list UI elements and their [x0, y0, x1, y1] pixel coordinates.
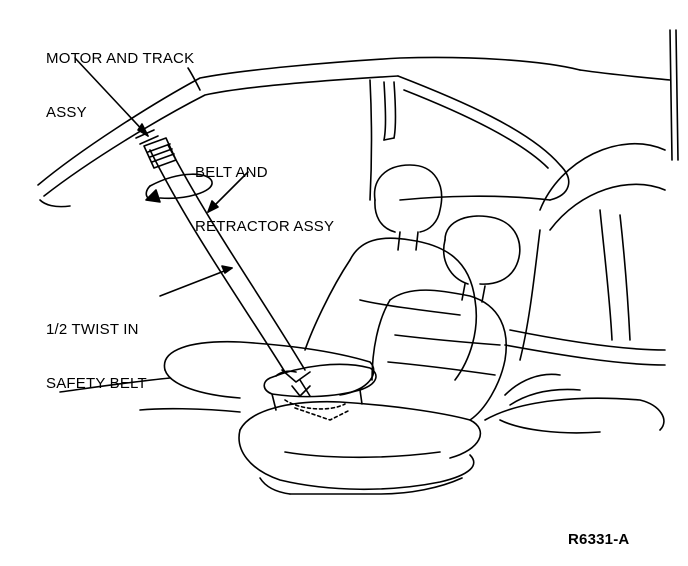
near-seat-back [371, 215, 521, 421]
motor-leader-head [137, 123, 149, 137]
twist-arrow [145, 173, 213, 203]
rear-seat [484, 142, 666, 434]
belt-retractor-label-line2: RETRACTOR ASSY [195, 218, 335, 235]
sill-lines [59, 373, 581, 413]
motor-track-label-line1: MOTOR AND TRACK [46, 50, 195, 67]
figure-id: R6331-A [568, 531, 630, 548]
roof-frame [37, 29, 679, 208]
twist-leader-head [221, 265, 233, 274]
belt-retractor-label: BELT AND RETRACTOR ASSY [195, 128, 334, 272]
b-pillar [369, 75, 570, 201]
twist-label: 1/2 TWIST IN SAFETY BELT [46, 285, 147, 429]
belt-retractor-label-line1: BELT AND [195, 164, 268, 181]
leader-lines [74, 57, 249, 297]
buckle-detail [275, 369, 311, 397]
seat-cushions [163, 340, 482, 495]
far-seat [304, 164, 478, 381]
motor-track-label-line2: ASSY [46, 104, 87, 121]
motor-leader [74, 57, 149, 137]
belt-leader-head [207, 200, 219, 213]
center-console [263, 363, 377, 421]
twist-label-line2: SAFETY BELT [46, 375, 147, 392]
twist-label-line1: 1/2 TWIST IN [46, 321, 139, 338]
twist-leader [159, 267, 233, 297]
motor-track-label: MOTOR AND TRACK ASSY [46, 14, 194, 158]
